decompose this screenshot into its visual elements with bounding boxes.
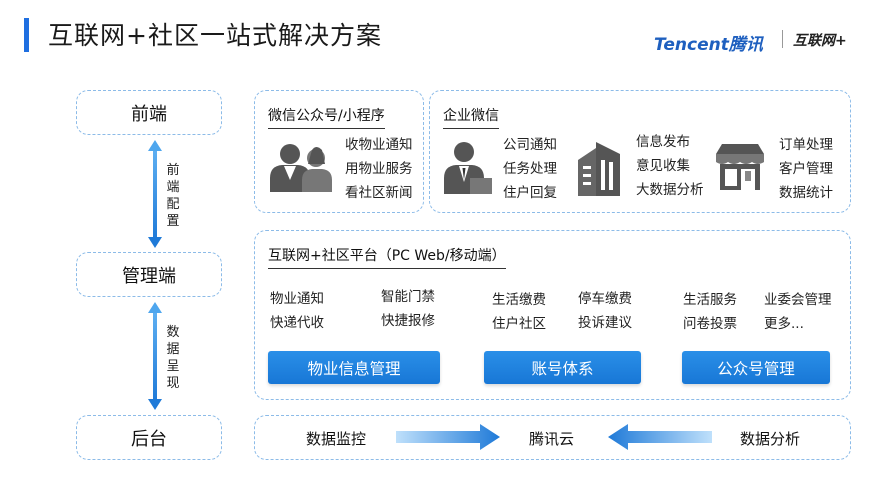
list-item: 住户回复 — [503, 185, 557, 201]
property-info-management-button[interactable]: 物业信息管理 — [268, 351, 440, 384]
tencent-logo: Tencent腾讯 — [654, 35, 763, 55]
enterprise-group1: 公司通知 任务处理 住户回复 — [503, 133, 557, 205]
enterprise-group2: 信息发布 意见收集 大数据分析 — [636, 130, 704, 202]
list-item: 意见收集 — [636, 158, 690, 174]
vertical-char: 前 — [166, 163, 180, 178]
frontend-label: 前端 — [131, 103, 167, 125]
list-item: 客户管理 — [779, 161, 833, 177]
list-item: 用物业服务 — [345, 161, 413, 177]
tencent-cloud-label: 腾讯云 — [529, 430, 575, 448]
people-icon — [270, 144, 332, 192]
arrow-right-icon — [396, 424, 500, 450]
backend-panel — [254, 415, 851, 460]
list-item: 数据统计 — [779, 185, 833, 201]
vertical-char: 现 — [166, 376, 180, 391]
list-item: 问卷投票 — [683, 316, 737, 332]
platform-col3: 生活缴费 住户社区 — [492, 288, 546, 336]
arrow-left-icon — [608, 424, 712, 450]
vertical-char: 数 — [166, 325, 180, 340]
list-item: 投诉建议 — [578, 315, 632, 331]
platform-col5: 生活服务 问卷投票 — [683, 288, 737, 336]
enterprise-wechat-panel — [429, 90, 851, 213]
businessman-icon — [444, 142, 492, 194]
data-display-label: 数 据 呈 现 — [166, 324, 180, 392]
logo-divider — [782, 30, 783, 48]
wechat-panel — [254, 90, 424, 213]
official-account-management-button[interactable]: 公众号管理 — [682, 351, 830, 384]
vertical-char: 呈 — [166, 359, 180, 374]
list-item: 快捷报修 — [381, 313, 435, 329]
platform-col6: 业委会管理 更多... — [764, 288, 832, 336]
vertical-char: 配 — [166, 197, 180, 212]
list-item: 订单处理 — [779, 137, 833, 153]
vertical-char: 置 — [166, 214, 180, 229]
list-item: 智能门禁 — [381, 289, 435, 305]
account-system-button[interactable]: 账号体系 — [484, 351, 641, 384]
platform-panel — [254, 230, 851, 400]
data-monitoring-label: 数据监控 — [306, 430, 367, 448]
double-arrow-icon — [148, 302, 162, 410]
title-accent-bar — [24, 18, 29, 52]
list-item: 住户社区 — [492, 316, 546, 332]
vertical-char: 据 — [166, 342, 180, 357]
vertical-char: 端 — [166, 180, 180, 195]
list-item: 收物业通知 — [345, 137, 413, 153]
list-item: 物业通知 — [270, 291, 324, 307]
list-item: 业委会管理 — [764, 292, 832, 308]
building-icon — [578, 142, 620, 196]
enterprise-group3: 订单处理 客户管理 数据统计 — [779, 133, 833, 205]
platform-col4: 停车缴费 投诉建议 — [578, 287, 632, 335]
platform-title: 互联网+社区平台（PC Web/移动端） — [268, 245, 506, 269]
management-box: 管理端 — [76, 252, 222, 297]
management-label: 管理端 — [122, 265, 176, 287]
wechat-title: 微信公众号/小程序 — [268, 105, 385, 129]
backend-label: 后台 — [131, 428, 167, 450]
list-item: 停车缴费 — [578, 291, 632, 307]
platform-col2: 智能门禁 快捷报修 — [381, 285, 435, 333]
list-item: 生活服务 — [683, 292, 737, 308]
list-item: 大数据分析 — [636, 182, 704, 198]
list-item: 快递代收 — [270, 315, 324, 331]
frontend-box: 前端 — [76, 90, 222, 135]
hulianwang-logo: 互联网+ — [793, 33, 847, 49]
platform-col1: 物业通知 快递代收 — [270, 287, 324, 335]
page-title: 互联网+社区一站式解决方案 — [48, 21, 382, 50]
list-item: 生活缴费 — [492, 292, 546, 308]
list-item: 信息发布 — [636, 134, 690, 150]
data-analysis-label: 数据分析 — [740, 430, 801, 448]
shop-icon — [716, 144, 764, 190]
enterprise-title: 企业微信 — [443, 105, 499, 129]
list-item: 任务处理 — [503, 161, 557, 177]
wechat-items: 收物业通知 用物业服务 看社区新闻 — [345, 133, 413, 205]
backend-box: 后台 — [76, 415, 222, 460]
list-item: 看社区新闻 — [345, 185, 413, 201]
list-item: 更多... — [764, 316, 804, 332]
frontend-config-label: 前 端 配 置 — [166, 162, 180, 230]
double-arrow-icon — [148, 140, 162, 248]
list-item: 公司通知 — [503, 137, 557, 153]
